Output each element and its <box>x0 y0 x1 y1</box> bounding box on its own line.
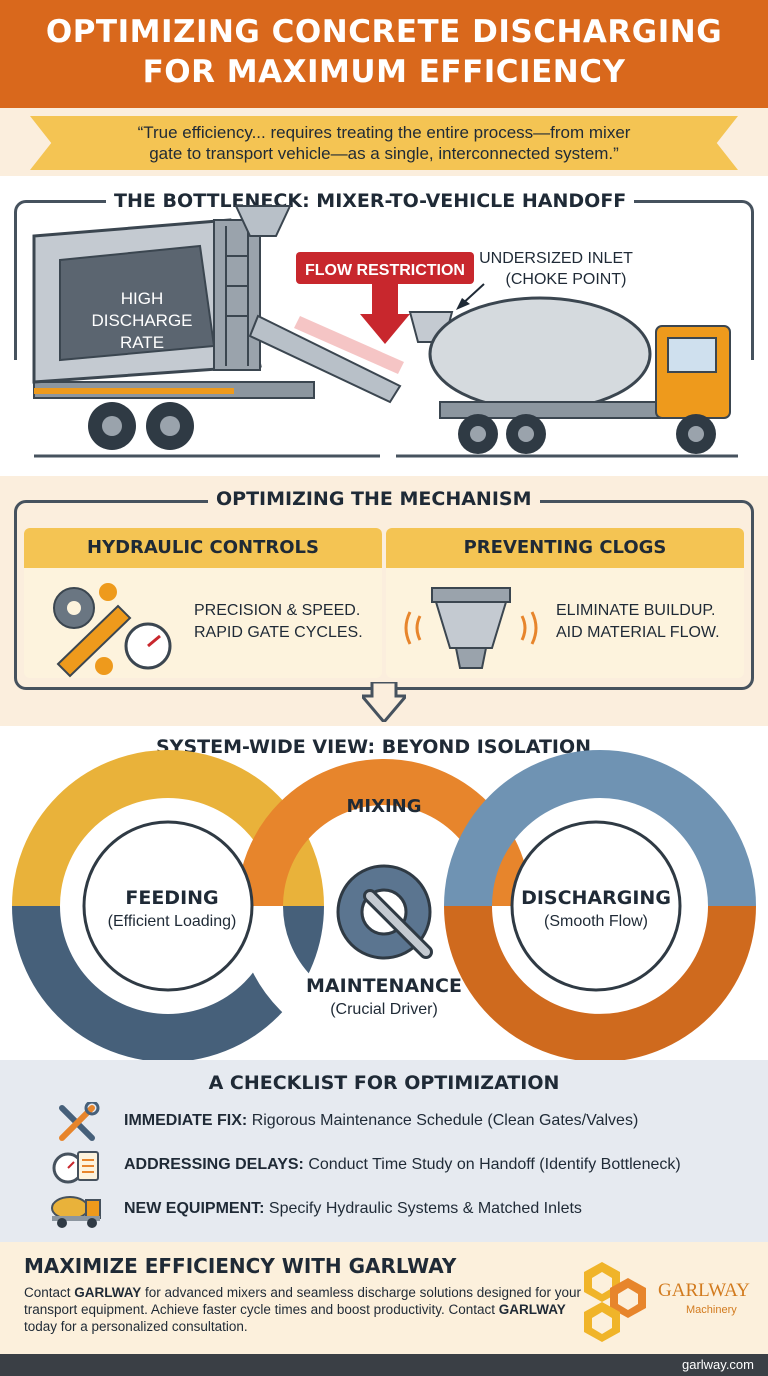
page-title-line1: OPTIMIZING CONCRETE DISCHARGING <box>45 14 723 50</box>
tools-icon <box>59 1102 100 1141</box>
checklist-desc-2: Conduct Time Study on Handoff (Identify … <box>303 1156 681 1173</box>
checklist-label-2: ADDRESSING DELAYS: <box>124 1156 304 1173</box>
feeding-label: FEEDING <box>125 887 218 909</box>
cta-brand-1: GARLWAY <box>74 1285 142 1300</box>
cta-body-part3: today for a personalized consultation. <box>24 1319 248 1334</box>
card-clogs-line2: AID MATERIAL FLOW. <box>556 624 720 641</box>
card-hydraulic-title: HYDRAULIC CONTROLS <box>24 528 382 568</box>
cta-body-part2: for advanced mixers and seamless dischar… <box>24 1285 582 1317</box>
cta-section: MAXIMIZE EFFICIENCY WITH GARLWAY Contact… <box>0 1242 768 1354</box>
card-preventing-clogs: PREVENTING CLOGS ELIMINATE BUILDUP. AID … <box>386 528 744 678</box>
maintenance-sub: (Crucial Driver) <box>330 1001 438 1018</box>
mixer-truck-icon <box>51 1196 101 1228</box>
feeding-sub: (Efficient Loading) <box>108 913 237 930</box>
card-hydraulic-line1: PRECISION & SPEED. <box>194 602 361 619</box>
page-title-line2: FOR MAXIMUM EFFICIENCY <box>142 54 626 90</box>
checklist-desc-1: Rigorous Maintenance Schedule (Clean Gat… <box>247 1112 639 1129</box>
mixer-plant-icon <box>32 205 402 450</box>
quote-ribbon: “True efficiency... requires treating th… <box>30 116 738 170</box>
card-hydraulic-text: PRECISION & SPEED. RAPID GATE CYCLES. <box>194 600 363 644</box>
card-clogs-line1: ELIMINATE BUILDUP. <box>556 602 716 619</box>
checklist-text-3: NEW EQUIPMENT: Specify Hydraulic Systems… <box>124 1200 582 1218</box>
cta-brand-2: GARLWAY <box>498 1302 566 1317</box>
logo-name: GARLWAY <box>658 1280 750 1301</box>
mechanism-title: OPTIMIZING THE MECHANISM <box>208 488 540 510</box>
checklist-text-2: ADDRESSING DELAYS: Conduct Time Study on… <box>124 1156 681 1174</box>
garlway-logo: GARLWAY Machinery <box>580 1260 756 1344</box>
feeding-ring-top <box>167 750 324 907</box>
maintenance-label: MAINTENANCE <box>306 975 462 997</box>
system-cycle-diagram: MIXING FEEDING (Efficient Loading) DISCH… <box>12 750 756 1060</box>
cta-body-part1: Contact <box>24 1285 75 1300</box>
down-arrow-icon <box>360 284 410 344</box>
discharging-ring-top <box>599 750 756 907</box>
checklist-label-1: IMMEDIATE FIX: <box>124 1112 248 1129</box>
flow-restriction-badge <box>296 252 474 284</box>
hydraulic-gears-icon <box>53 583 172 678</box>
bottleneck-illustration: HIGH DISCHARGE RATE FLOW RESTRICTION UND… <box>32 205 738 458</box>
system-title: SYSTEM-WIDE VIEW: BEYOND ISOLATION <box>148 736 600 758</box>
mechanism-section: OPTIMIZING THE MECHANISM HYDRAULIC CONTR… <box>0 476 768 726</box>
down-arrow-icon <box>362 682 406 722</box>
inlet-label-2: (CHOKE POINT) <box>506 271 627 288</box>
system-section: SYSTEM-WIDE VIEW: BEYOND ISOLATION MIXIN… <box>0 726 768 1060</box>
logo-subtitle: Machinery <box>686 1304 737 1316</box>
discharging-sub: (Smooth Flow) <box>544 913 648 930</box>
checklist-label-3: NEW EQUIPMENT: <box>124 1200 265 1217</box>
cta-body: Contact GARLWAY for advanced mixers and … <box>24 1284 584 1335</box>
bottleneck-section: THE BOTTLENECK: MIXER-TO-VEHICLE HANDOFF… <box>0 176 768 476</box>
mixing-label: MIXING <box>346 796 421 817</box>
inlet-label-1: UNDERSIZED INLET <box>479 250 633 267</box>
stopwatch-clipboard-icon <box>52 1151 99 1184</box>
discharging-circle <box>510 820 682 992</box>
mixer-label-1: HIGH <box>121 289 164 308</box>
feeding-circle <box>82 820 254 992</box>
flow-streak <box>294 316 404 374</box>
gear-wrench-icon <box>336 864 433 960</box>
mixer-label-2: DISCHARGE <box>91 311 192 330</box>
discharging-label: DISCHARGING <box>521 887 671 909</box>
card-hydraulic-controls: HYDRAULIC CONTROLS PRECISION & SPEED. RA… <box>24 528 382 678</box>
checklist-text-1: IMMEDIATE FIX: Rigorous Maintenance Sche… <box>124 1112 638 1130</box>
quote-line2: gate to transport vehicle—as a single, i… <box>149 144 619 163</box>
honeycomb-logo-icon <box>584 1262 646 1342</box>
quote-band: “True efficiency... requires treating th… <box>0 108 768 176</box>
quote-line1: “True efficiency... requires treating th… <box>137 123 631 142</box>
inlet-pointer-arrowhead <box>456 298 470 310</box>
checklist-desc-3: Specify Hydraulic Systems & Matched Inle… <box>264 1200 582 1217</box>
footer-url-link[interactable]: garlway.com <box>681 1357 754 1372</box>
discharging-ring-bottom <box>444 905 756 1060</box>
discharging-ring-left <box>444 750 601 907</box>
card-clogs-text: ELIMINATE BUILDUP. AID MATERIAL FLOW. <box>556 600 720 644</box>
page-header: OPTIMIZING CONCRETE DISCHARGING FOR MAXI… <box>0 0 768 108</box>
cta-title: MAXIMIZE EFFICIENCY WITH GARLWAY <box>24 1254 457 1278</box>
card-clogs-title: PREVENTING CLOGS <box>386 528 744 568</box>
checklist-section: A CHECKLIST FOR OPTIMIZATION IMMEDIATE F… <box>0 1060 768 1242</box>
mixer-truck-icon <box>408 296 731 454</box>
flow-restriction-label: FLOW RESTRICTION <box>305 262 465 279</box>
hopper-vibrator-icon <box>404 587 538 669</box>
footer: garlway.com <box>0 1354 768 1376</box>
checklist-title: A CHECKLIST FOR OPTIMIZATION <box>208 1072 560 1094</box>
feeding-ring-left <box>12 750 169 907</box>
card-hydraulic-line2: RAPID GATE CYCLES. <box>194 624 363 641</box>
mixer-label-3: RATE <box>120 333 164 352</box>
